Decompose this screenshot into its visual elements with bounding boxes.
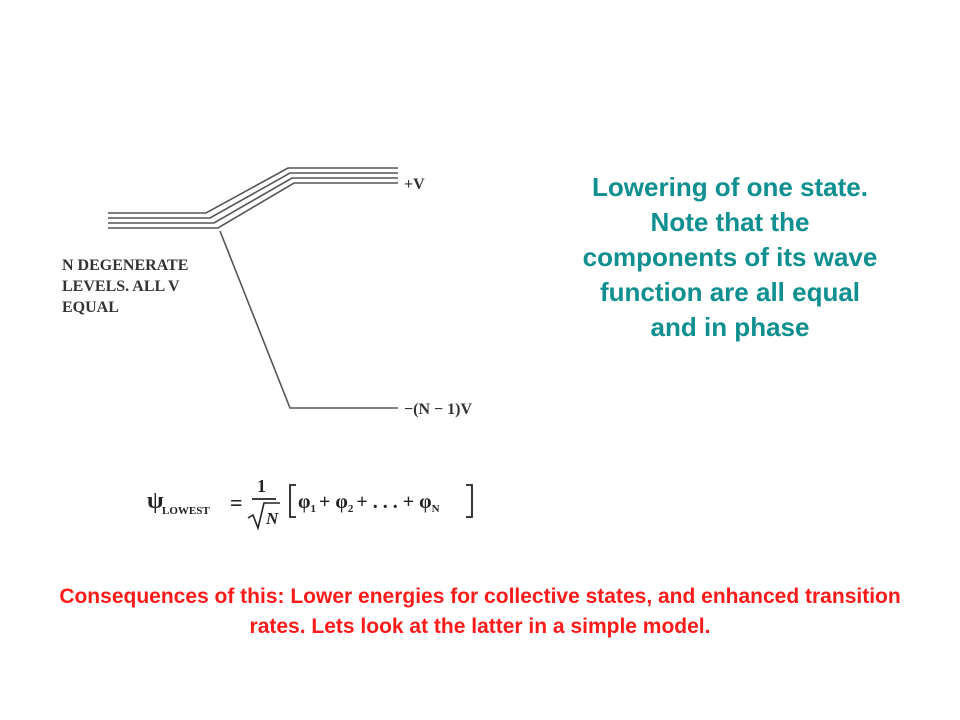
caption-line-2: LEVELS. ALL V [62,278,180,295]
degenerate-caption: N DEGENERATE LEVELS. ALL V EQUAL [62,257,192,316]
term-phi-2: + φ [319,491,348,513]
degenerate-level-1 [108,167,398,214]
upper-level-label: +V [404,176,425,193]
caption-line-1: N DEGENERATE [62,257,188,274]
lower-level-label: −(N − 1)V [404,401,472,418]
degenerate-levels [108,167,398,229]
bracket-right [466,484,473,518]
fraction-numerator: 1 [257,476,266,496]
degenerate-level-3 [108,177,398,224]
consequences-text: Consequences of this: Lower energies for… [59,585,901,638]
degenerate-level-2 [108,172,398,219]
caption-line-3: EQUAL [62,299,119,316]
degenerate-level-4 [108,182,398,229]
sqrt-sign [247,502,280,531]
equals-sign: = [230,490,243,515]
lowering-note: Lowering of one state. Note that the com… [582,172,878,342]
fraction-denominator: N [265,509,279,528]
psi-subscript: LOWEST [162,505,210,517]
term-sub-1: 1 [310,503,316,515]
term-phi-n: + . . . + φ [356,491,431,513]
term-phi-1: φ [298,491,310,513]
series-terms: φ1+ φ2+ . . . + φN [298,491,440,515]
bracket-left [289,484,296,518]
wave-function-equation: ψ LOWEST = 1 N φ1+ φ2+ . . . + φN [147,476,473,531]
term-sub-2: 2 [348,503,354,515]
lowered-level [219,230,398,409]
psi-symbol: ψ [147,488,164,514]
term-sub-n: N [432,503,440,515]
